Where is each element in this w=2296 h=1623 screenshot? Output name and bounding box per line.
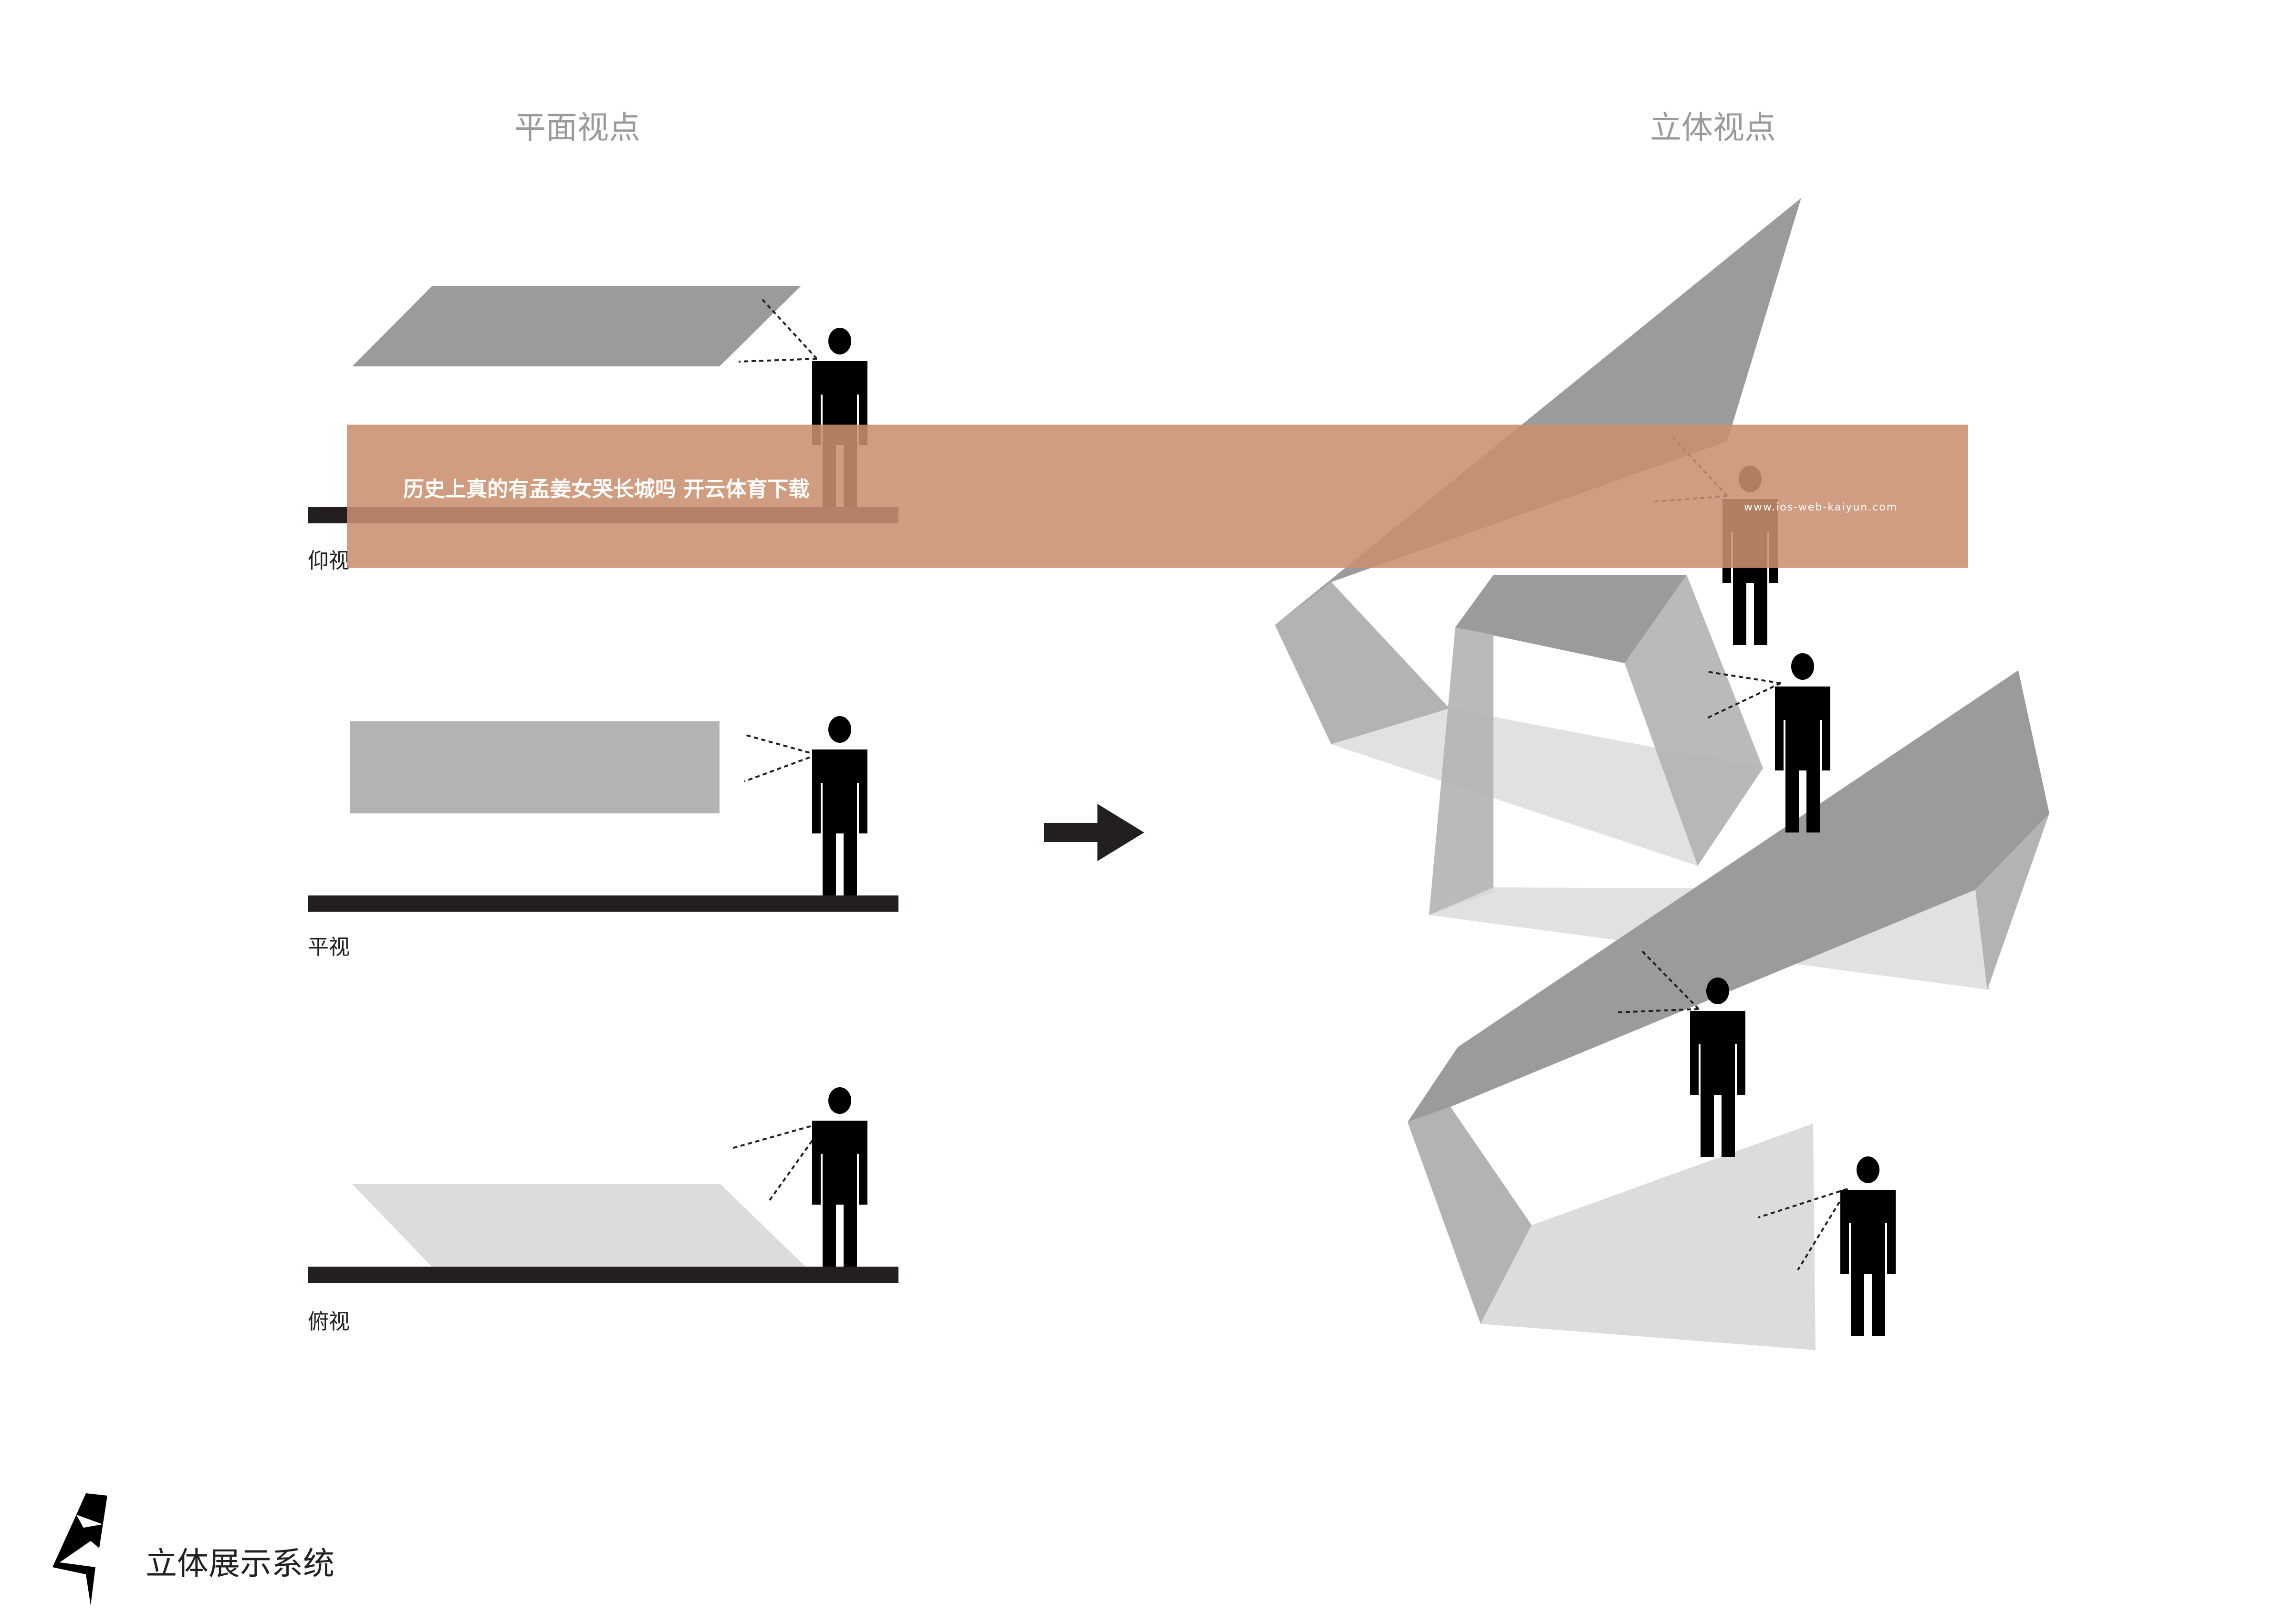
wall-panel bbox=[350, 721, 720, 813]
level-view-diagram: 平视 bbox=[308, 716, 898, 959]
ribbon-panel bbox=[1275, 582, 1450, 744]
ribbon-panel bbox=[1408, 670, 2049, 1122]
overlay-banner[interactable]: 历史上真的有孟姜女哭长城吗 开云体育下载 www.ios-web-kaiyun.… bbox=[347, 425, 1968, 568]
ribbon-panel bbox=[1975, 813, 2049, 990]
footer-title: 立体展示系统 bbox=[146, 1545, 334, 1582]
banner-url[interactable]: www.ios-web-kaiyun.com bbox=[1744, 501, 1898, 513]
arrow-right-icon bbox=[1044, 804, 1144, 861]
downward-view-diagram: 俯视 bbox=[308, 1087, 898, 1334]
heading-stereo-view: 立体视点 bbox=[1650, 109, 1776, 146]
person-icon bbox=[812, 1087, 867, 1267]
floor-bar bbox=[308, 895, 898, 912]
ribbon-panel bbox=[1625, 575, 1763, 866]
stereo-ribbon-structure bbox=[1275, 198, 2049, 1350]
ceiling-panel bbox=[352, 286, 801, 366]
logo-icon bbox=[52, 1493, 107, 1605]
banner-text[interactable]: 历史上真的有孟姜女哭长城吗 开云体育下载 bbox=[403, 477, 809, 501]
heading-planar-view: 平面视点 bbox=[514, 109, 640, 146]
view-label-down: 俯视 bbox=[308, 1310, 350, 1334]
person-icon bbox=[1690, 978, 1745, 1157]
ribbon-panel bbox=[1331, 708, 1763, 866]
ribbon-panel bbox=[1408, 1107, 1532, 1324]
floor-panel bbox=[352, 1184, 805, 1267]
person-icon bbox=[812, 716, 867, 895]
ribbon-panel bbox=[1429, 627, 1493, 915]
floor-bar bbox=[308, 1267, 898, 1283]
view-label-level: 平视 bbox=[308, 935, 350, 959]
view-label-up: 仰视 bbox=[308, 549, 350, 573]
ribbon-panel bbox=[1481, 1124, 1816, 1350]
person-icon bbox=[1840, 1156, 1896, 1336]
ribbon-panel bbox=[1455, 575, 1687, 663]
